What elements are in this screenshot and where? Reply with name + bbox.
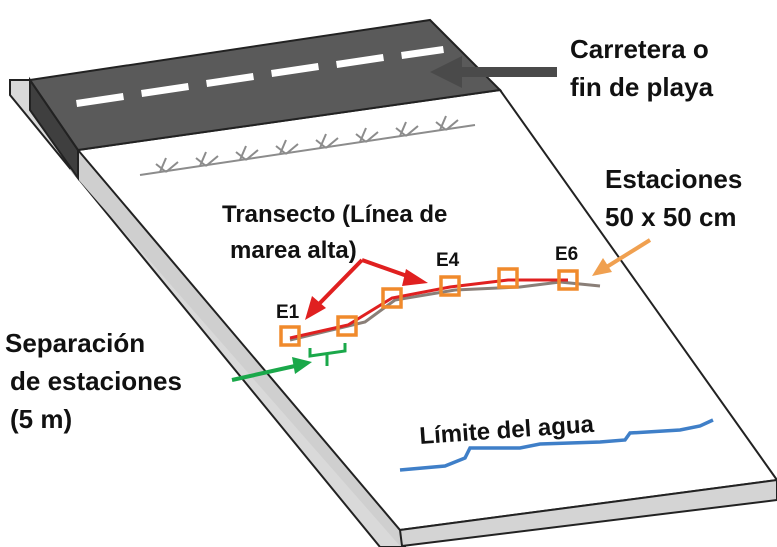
- transect-arrows: [305, 258, 428, 320]
- water-line: [399, 418, 714, 472]
- station-box: [381, 287, 403, 309]
- stations-arrow: [592, 238, 652, 276]
- stations-label-line-1: Estaciones: [605, 164, 742, 194]
- separation-arrow: [231, 357, 312, 382]
- transect-label-line-1: Transecto (Línea de: [222, 201, 447, 228]
- station-id-e6: E6: [555, 244, 578, 265]
- arrow-left-icon: [430, 56, 557, 88]
- separation-label-line-1: Separación: [5, 328, 145, 358]
- road-dashes: [76, 46, 444, 107]
- road-label-line-1: Carretera o: [570, 34, 709, 64]
- arrow-head: [402, 269, 428, 286]
- stations-label-line-2: 50 x 50 cm: [605, 202, 737, 232]
- arrow-head: [305, 296, 326, 320]
- arrow-head: [592, 258, 612, 276]
- station-box: [439, 275, 461, 297]
- station-box: [336, 315, 358, 337]
- station-boxes: [279, 267, 579, 347]
- separation-label-line-2: de estaciones: [10, 366, 182, 396]
- station-box: [497, 267, 519, 289]
- beach-side-face-inner: [70, 150, 400, 546]
- station-id-e4: E4: [436, 250, 460, 271]
- road: [28, 18, 503, 152]
- beach-front-edge: [398, 478, 777, 547]
- transect-label-line-2: marea alta): [230, 237, 357, 264]
- vegetation-icon: [139, 115, 476, 176]
- beach-surface: [76, 88, 777, 532]
- bracket-icon: [308, 343, 347, 366]
- station-box: [279, 325, 301, 347]
- station-box: [557, 269, 579, 291]
- station-id-e1: E1: [276, 302, 300, 323]
- road-label-line-2: fin de playa: [570, 72, 714, 102]
- arrow-head: [292, 357, 312, 374]
- separation-label-line-3: (5 m): [10, 404, 72, 434]
